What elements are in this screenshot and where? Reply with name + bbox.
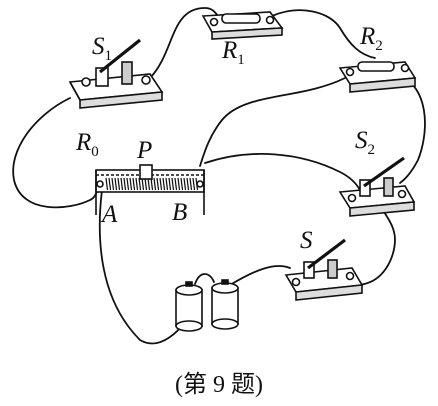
battery-cell-1-terminal xyxy=(185,281,193,287)
resistor-r2-terminal-right xyxy=(400,63,410,73)
coil-turn xyxy=(156,177,160,191)
wire-r2-s2 xyxy=(399,77,426,184)
rheostat-slider-p xyxy=(139,164,153,180)
switch-s2 xyxy=(338,156,416,217)
wire-s1-a xyxy=(12,97,99,209)
coil-turn xyxy=(135,177,139,191)
coil-turn xyxy=(168,177,172,191)
wire-rheostat-s2 xyxy=(204,153,361,191)
resistor-r2-base-side xyxy=(349,77,416,93)
coil-turn xyxy=(171,177,175,191)
label-s2: S2 xyxy=(355,127,375,158)
wire-battery-s xyxy=(229,265,291,286)
switch-s1-edge xyxy=(69,81,81,101)
switch-s1-blade xyxy=(99,38,141,74)
battery-cell-2-bottom xyxy=(211,318,239,330)
wire-r2-b xyxy=(199,77,346,167)
battery-cell-2-terminal xyxy=(221,279,229,285)
coil-turn xyxy=(120,177,124,191)
coil-turn xyxy=(183,177,187,191)
wires xyxy=(12,7,426,345)
coil-turn xyxy=(165,177,169,191)
coil-turn xyxy=(114,177,118,191)
battery-pack xyxy=(175,279,239,332)
switch-s2-terminal-left xyxy=(347,193,357,203)
label-r0: R0 xyxy=(75,129,99,160)
coil-turn xyxy=(153,177,157,191)
rheostat-terminal-b xyxy=(196,180,204,188)
wire-a-battery xyxy=(98,189,189,345)
battery-cell-1-bottom xyxy=(175,320,203,332)
switch-s-clip xyxy=(327,259,338,279)
switch-s2-pivot xyxy=(359,179,371,197)
switch-s1-terminal-left xyxy=(81,77,91,87)
resistor-r2-body xyxy=(357,61,395,72)
coil-turn xyxy=(141,177,145,191)
switch-s2-blade xyxy=(363,156,405,188)
coil-turn xyxy=(105,177,109,191)
switch-s-terminal-left xyxy=(291,277,301,287)
coil-turn xyxy=(192,177,196,191)
label-p: P xyxy=(136,137,152,164)
coil-turn xyxy=(186,177,190,191)
wire-s1-r1 xyxy=(149,7,219,79)
wire-r1-r2 xyxy=(271,9,376,59)
coil-turn xyxy=(132,177,136,191)
label-a: A xyxy=(100,201,118,228)
rheostat-r0 xyxy=(95,164,205,215)
label-r2: R2 xyxy=(359,23,383,54)
switch-s1-base-side xyxy=(79,91,163,109)
coil-turn xyxy=(189,177,193,191)
figure-caption: (第 9 题) xyxy=(175,371,263,398)
coil-turn xyxy=(138,177,142,191)
switch-s1-clip xyxy=(121,61,133,85)
switch-s1-pivot xyxy=(95,67,109,87)
battery-cell-2 xyxy=(211,287,239,325)
resistor-r1-terminal-left xyxy=(209,17,219,27)
switch-s-terminal-right xyxy=(345,271,355,281)
switch-s2-terminal-right xyxy=(397,189,407,199)
coil-turn xyxy=(147,177,151,191)
switch-s xyxy=(284,238,364,301)
rheostat-r0-coil xyxy=(105,177,199,191)
coil-turn xyxy=(180,177,184,191)
coil-turn xyxy=(159,177,163,191)
coil-turn xyxy=(177,177,181,191)
switch-s-base-side xyxy=(295,284,363,301)
switch-s1-terminal-right xyxy=(141,75,151,85)
label-s1: S1 xyxy=(92,33,112,64)
coil-turn xyxy=(117,177,121,191)
coil-turn xyxy=(129,177,133,191)
wire-battery-link xyxy=(194,273,215,285)
switch-s2-clip xyxy=(383,177,394,197)
label-r1: R1 xyxy=(221,37,245,68)
resistor-r1 xyxy=(201,11,284,40)
coil-turn xyxy=(126,177,130,191)
label-b: B xyxy=(172,199,187,226)
switch-s1 xyxy=(68,38,164,109)
switch-s2-base-side xyxy=(349,201,415,217)
coil-turn xyxy=(162,177,166,191)
coil-turn xyxy=(150,177,154,191)
rheostat-terminal-a xyxy=(96,180,104,188)
resistor-r2 xyxy=(338,61,417,93)
coil-turn xyxy=(108,177,112,191)
coil-turn xyxy=(144,177,148,191)
resistor-r1-body xyxy=(221,13,261,24)
resistor-r2-terminal-left xyxy=(345,67,355,77)
coil-turn xyxy=(111,177,115,191)
switch-s-pivot xyxy=(303,261,315,279)
coil-turn xyxy=(174,177,178,191)
label-s: S xyxy=(300,227,313,254)
switch-s-blade xyxy=(307,238,346,270)
wire-s-s2 xyxy=(354,204,396,286)
coil-turn xyxy=(123,177,127,191)
resistor-r1-terminal-right xyxy=(265,15,275,25)
resistor-r1-base-side xyxy=(211,27,283,40)
